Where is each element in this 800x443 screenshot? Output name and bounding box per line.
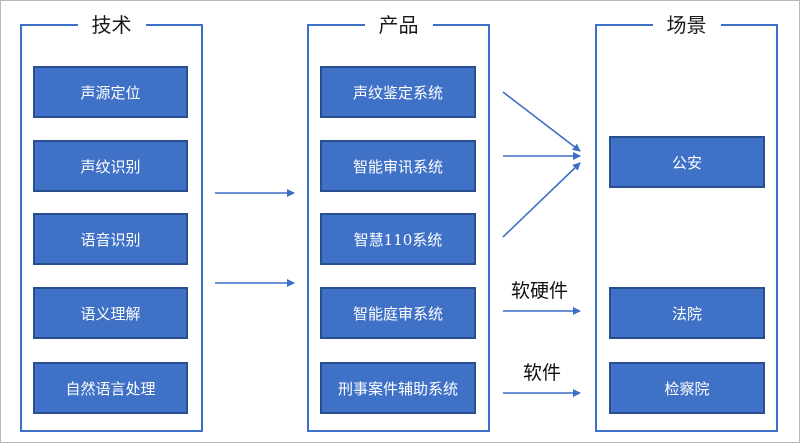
scene-box-public-security: 公安 bbox=[609, 136, 765, 188]
product-panel-title: 产品 bbox=[364, 12, 433, 38]
arrow-product-to-public-security-1 bbox=[502, 91, 581, 152]
scene-box-procuratorate: 检察院 bbox=[609, 362, 765, 414]
tech-box-semantic-understanding: 语义理解 bbox=[33, 287, 188, 339]
arrow-product-to-public-security-3 bbox=[502, 162, 581, 238]
tech-box-sound-source-localization: 声源定位 bbox=[33, 66, 188, 118]
tech-box-voiceprint-recognition: 声纹识别 bbox=[33, 140, 188, 192]
edge-label-software: 软件 bbox=[523, 362, 562, 384]
scene-panel-title: 场景 bbox=[652, 12, 721, 38]
product-panel: 产品 bbox=[307, 12, 490, 432]
product-box-criminal-case-assist: 刑事案件辅助系统 bbox=[320, 362, 476, 414]
product-box-smart-interrogation: 智能审讯系统 bbox=[320, 140, 476, 192]
tech-panel-title: 技术 bbox=[77, 12, 146, 38]
product-box-voiceprint-appraisal: 声纹鉴定系统 bbox=[320, 66, 476, 118]
tech-box-nlp: 自然语言处理 bbox=[33, 362, 188, 414]
scene-panel: 场景 bbox=[595, 12, 778, 432]
tech-panel: 技术 bbox=[20, 12, 203, 432]
product-box-smart-trial: 智能庭审系统 bbox=[320, 287, 476, 339]
tech-box-speech-recognition: 语音识别 bbox=[33, 213, 188, 265]
scene-box-court: 法院 bbox=[609, 287, 765, 339]
product-box-smart-110: 智慧110系统 bbox=[320, 213, 476, 265]
edge-label-hardware-software: 软硬件 bbox=[511, 280, 569, 302]
